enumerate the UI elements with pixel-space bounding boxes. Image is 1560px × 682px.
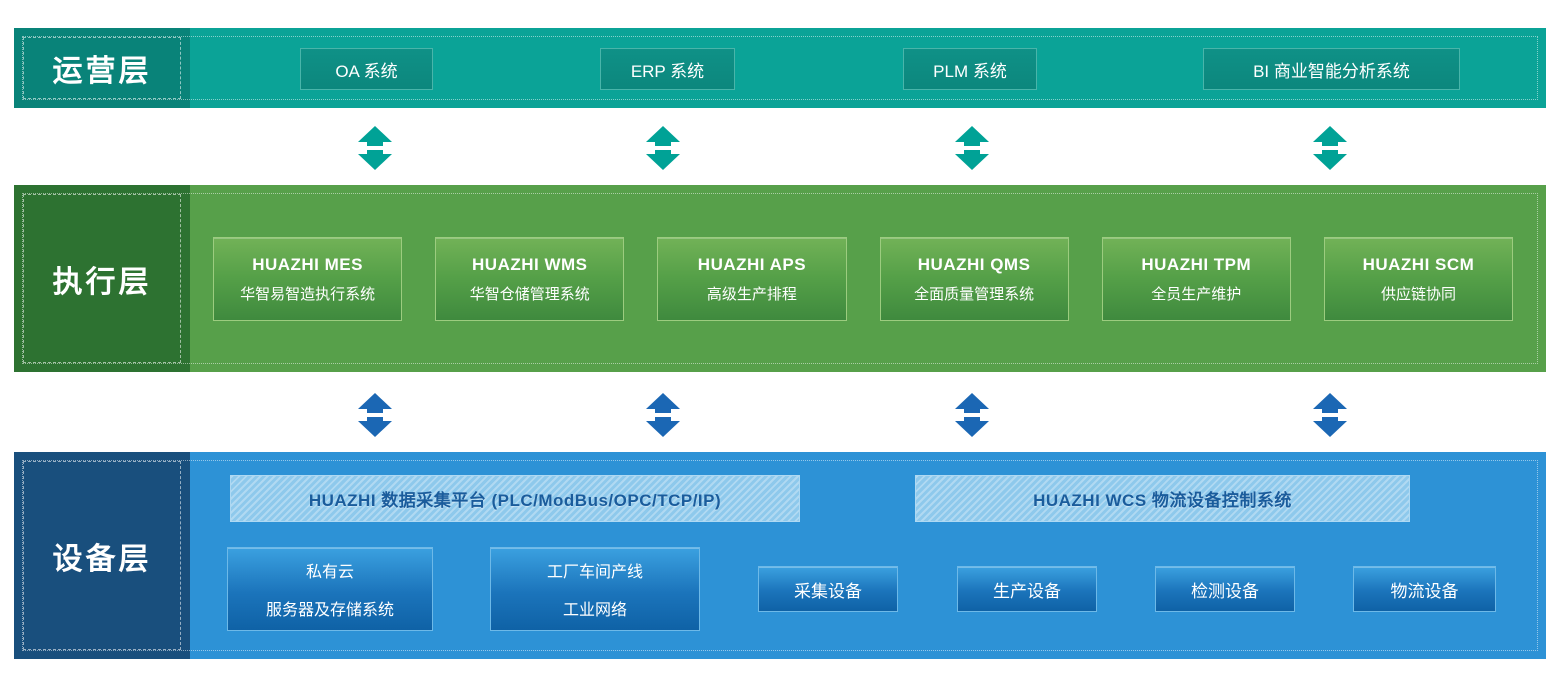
device-box-logistics: 物流设备	[1353, 566, 1496, 612]
execution-system-box-scm: HUAZHI SCM 供应链协同	[1323, 237, 1514, 321]
private-cloud-box: 私有云 服务器及存储系统	[227, 547, 433, 631]
system-subtitle: 华智仓储管理系统	[469, 285, 590, 303]
system-button-plm: PLM 系统	[903, 48, 1037, 90]
updown-arrow-icon	[355, 392, 395, 438]
wcs-platform-banner: HUAZHI WCS 物流设备控制系统	[915, 475, 1410, 522]
factory-network-box: 工厂车间产线 工业网络	[490, 547, 700, 631]
execution-system-box-wms: HUAZHI WMS 华智仓储管理系统	[435, 237, 625, 321]
device-box-production: 生产设备	[957, 566, 1097, 612]
execution-systems-row: HUAZHI MES 华智易智造执行系统 HUAZHI WMS 华智仓储管理系统…	[213, 237, 1514, 321]
layer-label-execution: 执行层	[14, 185, 190, 372]
system-subtitle: 高级生产排程	[706, 285, 797, 303]
device-box-label: 物流设备	[1390, 581, 1459, 601]
system-button-label: ERP 系统	[630, 61, 705, 81]
band-device: 设备层 HUAZHI 数据采集平台 (PLC/ModBus/OPC/TCP/IP…	[14, 452, 1546, 659]
layer-label-device: 设备层	[14, 452, 190, 659]
system-subtitle: 供应链协同	[1380, 285, 1456, 303]
updown-arrow-icon	[952, 125, 992, 171]
system-subtitle: 华智易智造执行系统	[240, 285, 376, 303]
layer-label-text: 设备层	[52, 542, 152, 576]
system-button-bi: BI 商业智能分析系统	[1203, 48, 1460, 90]
system-button-label: PLM 系统	[933, 61, 1007, 81]
execution-system-box-qms: HUAZHI QMS 全面质量管理系统	[879, 237, 1069, 321]
updown-arrow-icon	[1310, 392, 1350, 438]
system-button-erp: ERP 系统	[600, 48, 735, 90]
device-box-label: 检测设备	[1191, 581, 1259, 601]
band-execution: 执行层 HUAZHI MES 华智易智造执行系统 HUAZHI WMS 华智仓储…	[14, 185, 1546, 372]
infra-line2: 服务器及存储系统	[265, 602, 394, 619]
updown-arrow-icon	[643, 392, 683, 438]
system-title: HUAZHI QMS	[917, 254, 1031, 274]
system-button-oa: OA 系统	[300, 48, 433, 90]
device-box-inspection: 检测设备	[1155, 566, 1295, 612]
updown-arrow-icon	[952, 392, 992, 438]
data-collection-platform-banner: HUAZHI 数据采集平台 (PLC/ModBus/OPC/TCP/IP)	[230, 475, 800, 522]
band-operations: 运营层 OA 系统 ERP 系统 PLM 系统 BI 商业智能分析系统	[14, 28, 1546, 108]
execution-system-box-mes: HUAZHI MES 华智易智造执行系统	[213, 237, 403, 321]
execution-system-box-aps: HUAZHI APS 高级生产排程	[657, 237, 847, 321]
system-title: HUAZHI APS	[697, 254, 807, 274]
device-box-label: 采集设备	[794, 581, 862, 601]
system-title: HUAZHI MES	[252, 254, 363, 274]
device-box-collection: 采集设备	[758, 566, 898, 612]
updown-arrow-icon	[643, 125, 683, 171]
execution-system-box-tpm: HUAZHI TPM 全员生产维护	[1101, 237, 1291, 321]
device-box-label: 生产设备	[993, 581, 1061, 601]
system-button-label: BI 商业智能分析系统	[1253, 61, 1410, 81]
layer-label-operations: 运营层	[14, 28, 190, 108]
infra-line1: 工厂车间产线	[546, 564, 643, 581]
platform-banner-label: HUAZHI WCS 物流设备控制系统	[1033, 491, 1292, 510]
system-title: HUAZHI SCM	[1362, 254, 1475, 274]
infra-line2: 工业网络	[562, 602, 627, 619]
system-title: HUAZHI WMS	[472, 254, 588, 274]
system-button-label: OA 系统	[335, 61, 398, 81]
system-title: HUAZHI TPM	[1141, 254, 1252, 274]
updown-arrow-icon	[355, 125, 395, 171]
system-subtitle: 全员生产维护	[1151, 285, 1242, 303]
infra-line1: 私有云	[305, 564, 354, 581]
platform-banner-label: HUAZHI 数据采集平台 (PLC/ModBus/OPC/TCP/IP)	[308, 491, 722, 510]
layer-label-text: 执行层	[52, 265, 152, 299]
system-subtitle: 全面质量管理系统	[914, 285, 1035, 303]
layer-label-text: 运营层	[52, 55, 152, 88]
updown-arrow-icon	[1310, 125, 1350, 171]
